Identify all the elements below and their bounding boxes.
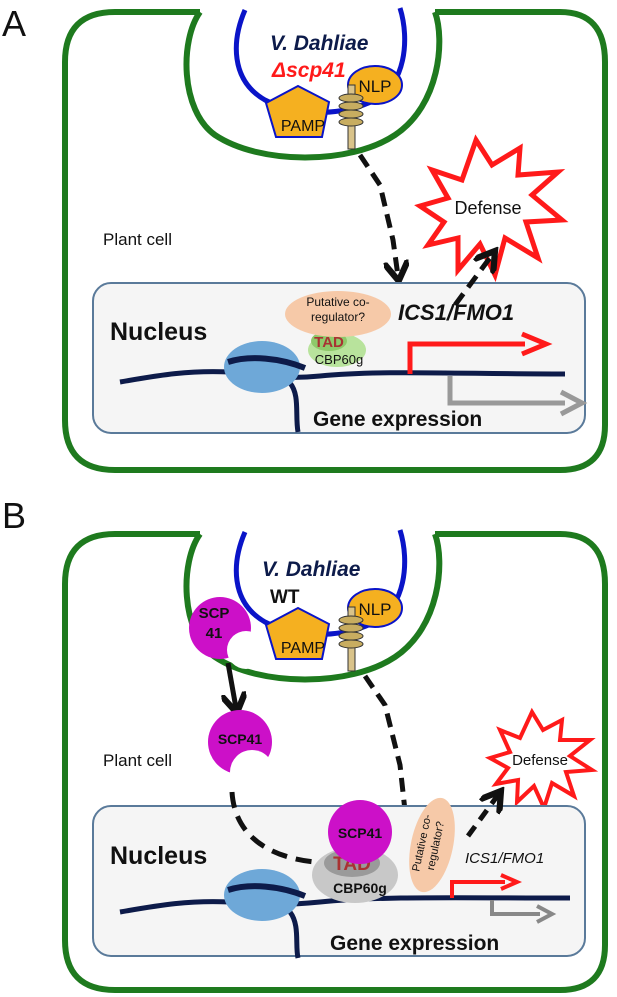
defense-label-a: Defense: [454, 198, 521, 218]
plant-cell-wall-a: [62, 9, 608, 473]
gene-expression-label-b: Gene expression: [330, 932, 499, 955]
inactive-arrow-a: [447, 376, 565, 406]
pathogen-name-a: V. Dahliae: [270, 32, 369, 55]
signal-arrow-a: [357, 153, 398, 276]
inactive-arrow-b: [490, 900, 540, 916]
scp41-cytoplasm: SCP41: [208, 710, 274, 794]
panel-a-letter: A: [2, 3, 26, 44]
scp41-secreted: SCP 41: [189, 597, 265, 669]
cbp-label-b: CBP60g: [333, 880, 387, 896]
active-arrow-b: [450, 880, 505, 898]
dna-tail-a: [287, 381, 301, 433]
strain-label-b: WT: [270, 587, 300, 608]
genes-label-a: ICS1/FMO1: [398, 300, 514, 325]
coregulator-label-a: Putative co-regulator?: [306, 295, 370, 324]
gene-expression-label-a: Gene expression: [313, 408, 482, 431]
inactive-arrowhead-b: [536, 904, 557, 924]
dna-tail-b: [287, 910, 301, 959]
receptor-b: [338, 606, 364, 672]
plant-cell-wall-b: [62, 531, 608, 993]
coregulator-a: [285, 291, 391, 337]
genes-label-b: ICS1/FMO1: [465, 850, 544, 867]
invagination-a: [183, 10, 443, 161]
defense-label-b: Defense: [512, 752, 568, 769]
pamp-a: [264, 84, 331, 138]
defense-burst-a: [414, 134, 569, 283]
scp41-mid-label: SCP41: [218, 731, 263, 747]
pathogen-name-b: V. Dahliae: [262, 558, 361, 581]
histone-a: [224, 341, 300, 393]
scp41-translocation-arrow: [228, 662, 236, 708]
pamp-label-a: PAMP: [281, 118, 325, 135]
cbp-label-a: CBP60g: [315, 352, 363, 367]
nlp-label-b: NLP: [358, 600, 391, 619]
scp41-top-label-2: 41: [206, 625, 223, 642]
pamp-b: [264, 606, 331, 660]
active-arrow-a: [407, 341, 525, 374]
panel-b-letter: B: [2, 495, 26, 536]
scp41-top-label-1: SCP: [199, 605, 230, 622]
pamp-label-b: PAMP: [281, 640, 325, 657]
scp41-bound-label: SCP41: [338, 825, 383, 841]
signal-arrow-b: [362, 674, 408, 838]
receptor-a: [338, 84, 364, 150]
active-arrowhead-b: [500, 873, 522, 891]
panel-a: A V. Dahliae Δscp41 NLP PAMP Plant cell …: [2, 3, 608, 473]
plant-cell-label-b: Plant cell: [103, 751, 172, 770]
plant-cell-label-a: Plant cell: [103, 230, 172, 249]
scp41-bound: [328, 800, 392, 864]
scp41-import-path: [229, 791, 316, 865]
histone-wrap-b: [227, 883, 307, 899]
defense-arrow-a: [452, 255, 492, 307]
coregulator-b: Putative co-regulator?: [409, 797, 455, 893]
active-arrowhead-a: [521, 331, 553, 357]
histone-b: [224, 869, 300, 921]
nucleus-label-a: Nucleus: [110, 318, 207, 346]
defense-arrow-b: [465, 795, 498, 838]
nlp-label-a: NLP: [358, 77, 391, 96]
histone-wrap-a: [227, 355, 307, 371]
nucleus-label-b: Nucleus: [110, 842, 207, 870]
coregulator-text-a: Putative co-regulator?: [306, 295, 370, 324]
inactive-arrowhead-a: [559, 389, 588, 417]
panel-b: B V. Dahliae WT NLP PAMP SCP 41: [2, 495, 608, 993]
strain-label-a: Δscp41: [271, 59, 346, 82]
tad-label-a: TAD: [314, 334, 344, 351]
